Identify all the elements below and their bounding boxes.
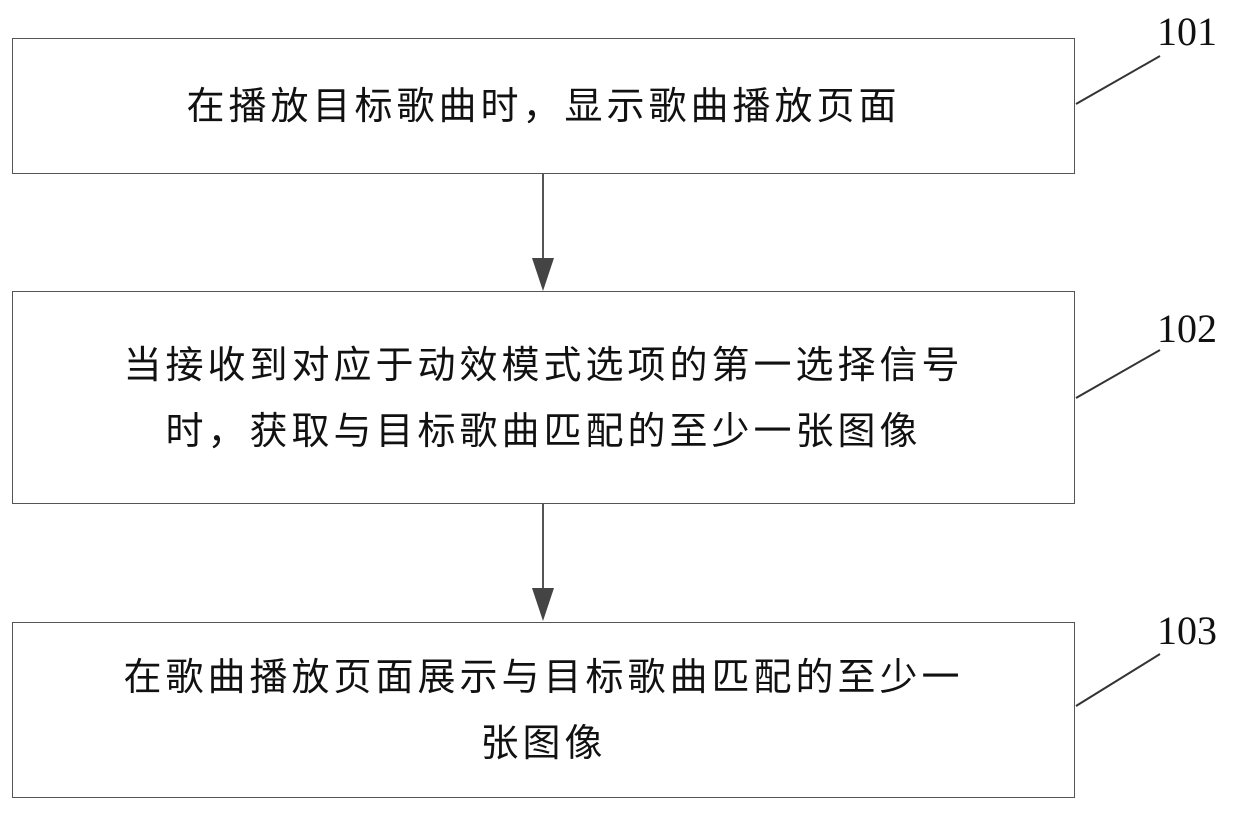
step-number-103: 103 <box>1157 608 1217 653</box>
step-number-101: 101 <box>1157 9 1217 54</box>
step-number-102: 102 <box>1157 306 1217 351</box>
arrow-101-to-102-head <box>532 258 554 291</box>
step-box-103: 在歌曲播放页面展示与目标歌曲匹配的至少一 张图像 <box>12 622 1075 798</box>
step-text-102: 当接收到对应于动效模式选项的第一选择信号 时，获取与目标歌曲匹配的至少一张图像 <box>123 342 964 453</box>
step-text-101: 在播放目标歌曲时，显示歌曲播放页面 <box>186 84 901 128</box>
arrow-102-to-103-head <box>532 588 554 621</box>
leader-line-102 <box>1075 349 1161 399</box>
leader-line-101 <box>1075 55 1161 105</box>
step-text-103: 在歌曲播放页面展示与目标歌曲匹配的至少一 张图像 <box>123 655 964 765</box>
step-box-102: 当接收到对应于动效模式选项的第一选择信号 时，获取与目标歌曲匹配的至少一张图像 <box>12 291 1075 504</box>
step-box-101: 在播放目标歌曲时，显示歌曲播放页面 <box>12 38 1075 174</box>
leader-line-103 <box>1075 653 1161 707</box>
